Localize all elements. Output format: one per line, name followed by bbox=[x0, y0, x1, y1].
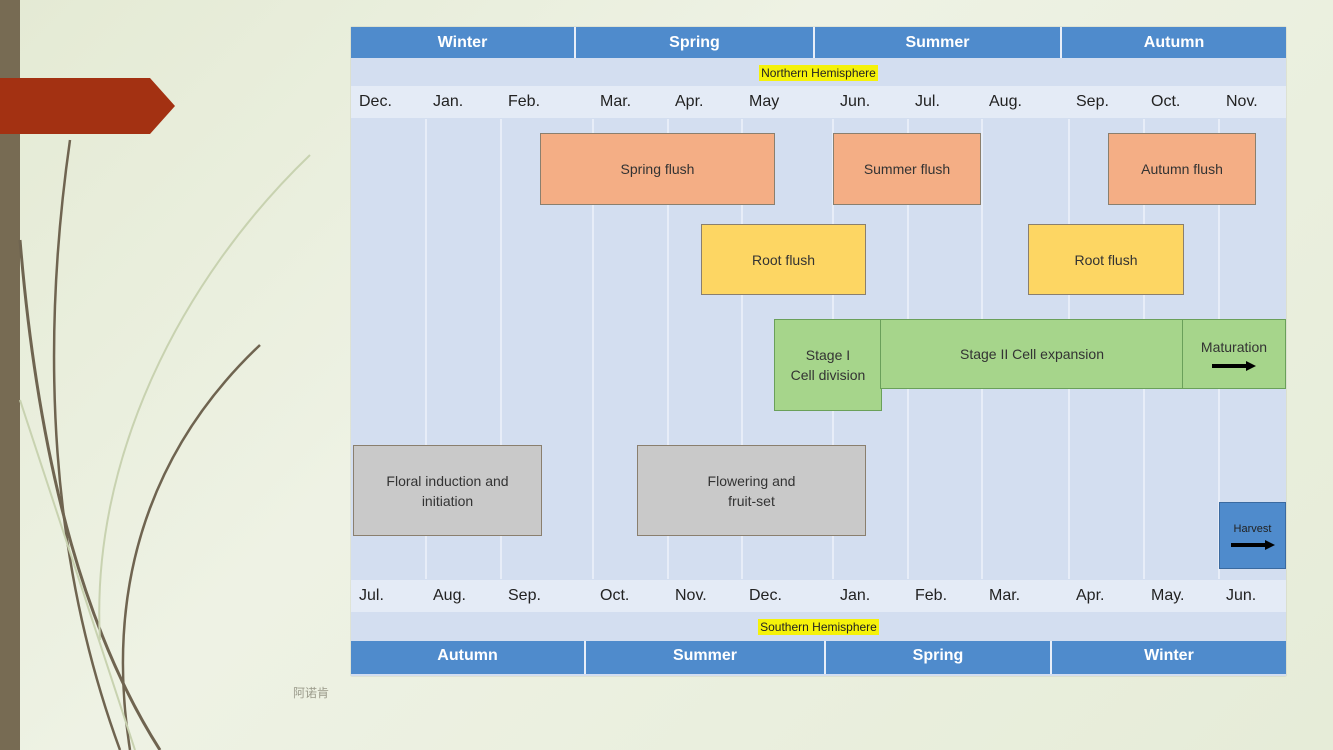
month-label: Jan. bbox=[840, 587, 871, 604]
month-label: Mar. bbox=[989, 587, 1021, 604]
right-arrow-icon bbox=[1212, 361, 1256, 371]
northern-month-row: Dec. Jan. Feb. Mar. Apr. May Jun. Jul. A… bbox=[351, 86, 1286, 118]
month-label: May. bbox=[1151, 587, 1185, 604]
maturation-label: Maturation bbox=[1200, 339, 1268, 355]
root-flush-label: Root flush bbox=[1074, 251, 1138, 268]
stage-1-subtitle: Cell division bbox=[790, 367, 866, 383]
grid-line bbox=[500, 119, 502, 579]
month-label: May bbox=[749, 93, 780, 110]
autumn-flush-block: Autumn flush bbox=[1108, 133, 1256, 205]
season-winter: Winter bbox=[437, 34, 488, 51]
month-label: Feb. bbox=[915, 587, 948, 604]
season-spring: Spring bbox=[574, 27, 813, 58]
red-arrow-marker bbox=[0, 78, 175, 134]
northern-hemisphere-label: Northern Hemisphere bbox=[759, 65, 878, 81]
month-label: Oct. bbox=[1151, 93, 1181, 110]
floral-induction-block: Floral induction and initiation bbox=[353, 445, 542, 536]
northern-hemisphere-row: Northern Hemisphere bbox=[351, 60, 1286, 86]
left-accent-bar bbox=[0, 0, 20, 750]
southern-month-row: Jul. Aug. Sep. Oct. Nov. Dec. Jan. Feb. … bbox=[351, 580, 1286, 612]
month-label: Aug. bbox=[433, 587, 466, 604]
stage-1-title: Stage I bbox=[805, 347, 851, 363]
season-autumn: Autumn bbox=[1060, 27, 1286, 58]
seasonal-growth-chart: Winter Spring Summer Autumn Northern Hem… bbox=[351, 27, 1286, 676]
stage-1-block: Stage I Cell division bbox=[774, 319, 882, 411]
flowering-block: Flowering and fruit-set bbox=[637, 445, 866, 536]
southern-season-bar: Autumn Summer Spring Winter bbox=[351, 641, 1286, 674]
month-label: Sep. bbox=[508, 587, 541, 604]
grid-line bbox=[425, 119, 427, 579]
month-label: Sep. bbox=[1076, 93, 1109, 110]
southern-hemisphere-row: Southern Hemisphere bbox=[351, 614, 1286, 640]
month-label: Dec. bbox=[359, 93, 392, 110]
summer-flush-label: Summer flush bbox=[863, 161, 951, 177]
summer-flush-block: Summer flush bbox=[833, 133, 981, 205]
watermark-text: 阿诺肯 bbox=[293, 686, 330, 700]
month-label: Jun. bbox=[840, 93, 871, 110]
northern-season-bar: Winter Spring Summer Autumn bbox=[351, 27, 1286, 58]
harvest-block: Harvest bbox=[1219, 502, 1286, 569]
stage-2-block: Stage II Cell expansion bbox=[880, 319, 1184, 389]
month-label: Apr. bbox=[675, 93, 704, 110]
flowering-line2: fruit-set bbox=[728, 492, 775, 509]
month-label: Nov. bbox=[675, 587, 707, 604]
season-spring: Spring bbox=[824, 641, 1050, 674]
month-label: Mar. bbox=[600, 93, 632, 110]
season-autumn: Autumn bbox=[437, 647, 498, 664]
harvest-label: Harvest bbox=[1233, 522, 1272, 535]
decorative-curves bbox=[18, 139, 311, 750]
southern-hemisphere-label: Southern Hemisphere bbox=[758, 619, 879, 635]
month-label: Jan. bbox=[433, 93, 464, 110]
flowering-line1: Flowering and bbox=[707, 472, 796, 489]
grid-line bbox=[592, 119, 594, 579]
month-label: Feb. bbox=[508, 93, 541, 110]
grid-line bbox=[741, 119, 743, 579]
root-flush-label: Root flush bbox=[751, 251, 816, 268]
grid-line bbox=[667, 119, 669, 579]
season-winter: Winter bbox=[1050, 641, 1286, 674]
spring-flush-label: Spring flush bbox=[620, 161, 695, 177]
right-arrow-icon bbox=[1230, 539, 1275, 550]
spring-flush-block: Spring flush bbox=[540, 133, 775, 205]
month-label: Jul. bbox=[359, 587, 384, 604]
season-summer: Summer bbox=[813, 27, 1060, 58]
stage-2-label: Stage II Cell expansion bbox=[960, 346, 1104, 362]
month-label: Dec. bbox=[749, 587, 782, 604]
maturation-block: Maturation bbox=[1182, 319, 1286, 389]
root-flush-block-1: Root flush bbox=[701, 224, 866, 295]
month-label: Jul. bbox=[915, 93, 940, 110]
autumn-flush-label: Autumn flush bbox=[1141, 161, 1223, 177]
root-flush-block-2: Root flush bbox=[1028, 224, 1184, 295]
month-label: Apr. bbox=[1076, 587, 1105, 604]
month-label: Oct. bbox=[600, 587, 630, 604]
month-label: Nov. bbox=[1226, 93, 1258, 110]
month-label: Jun. bbox=[1226, 587, 1257, 604]
season-summer: Summer bbox=[584, 641, 824, 674]
floral-induction-line2: initiation bbox=[421, 492, 474, 509]
month-label: Aug. bbox=[989, 93, 1022, 110]
floral-induction-line1: Floral induction and bbox=[386, 472, 509, 489]
